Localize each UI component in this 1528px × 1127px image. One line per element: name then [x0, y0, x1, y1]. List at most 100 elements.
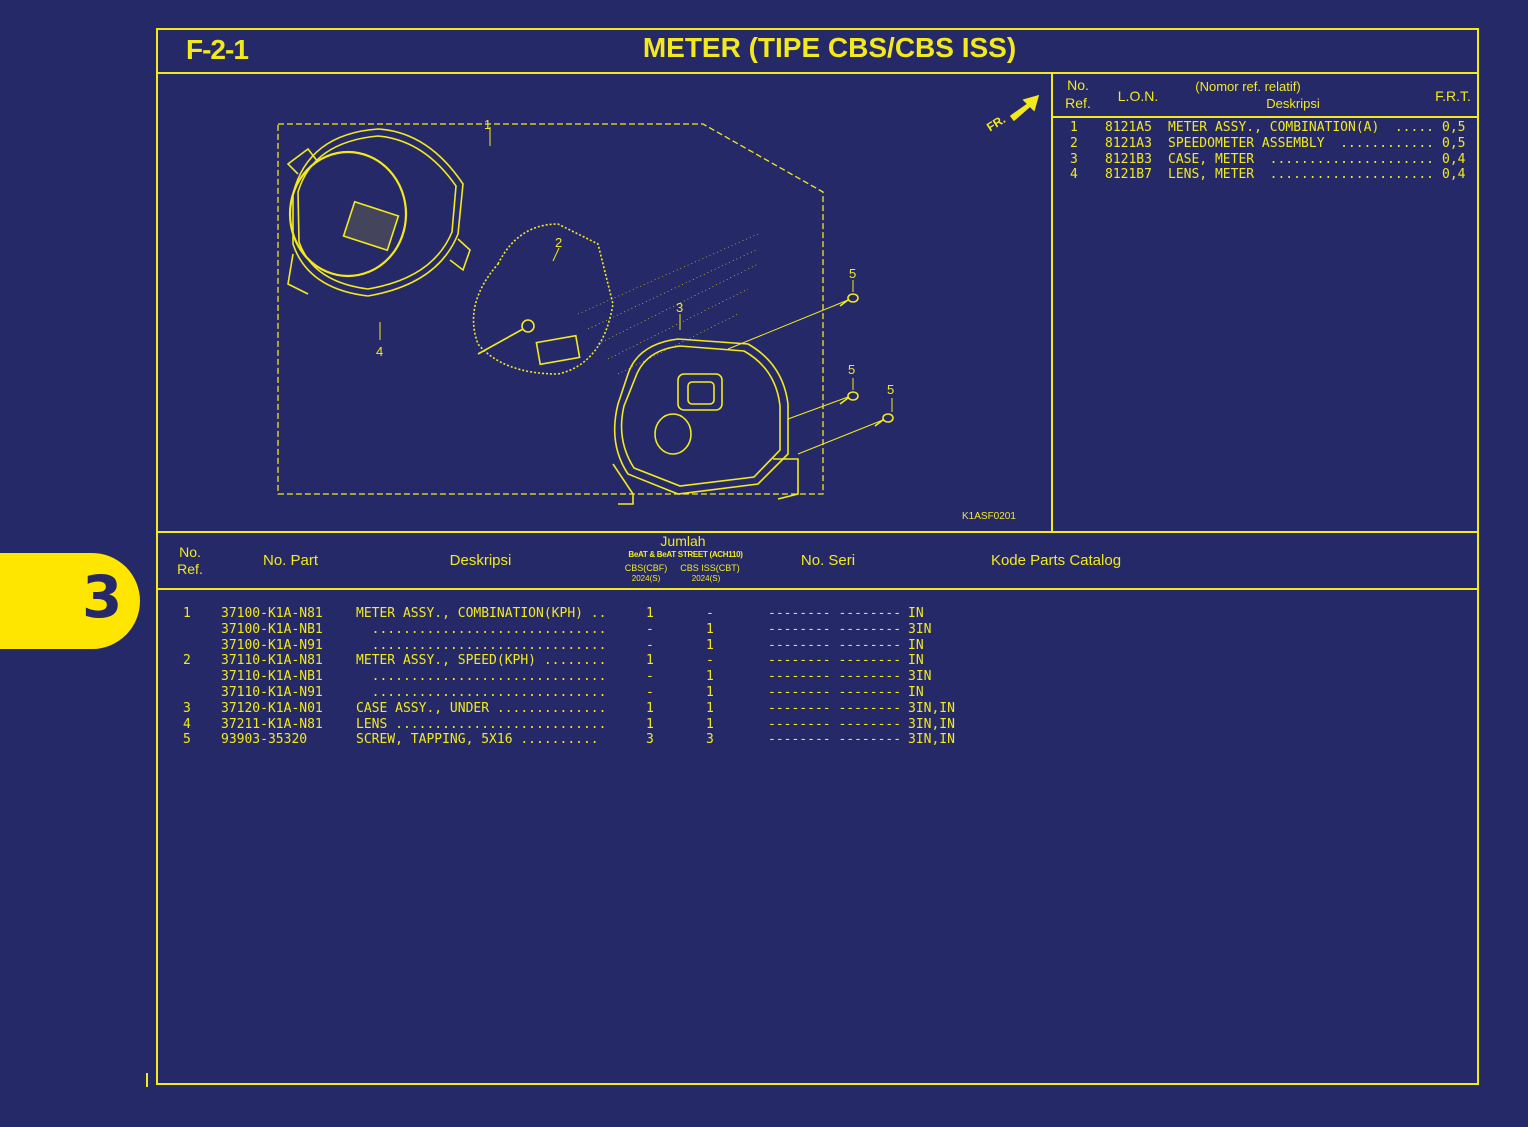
row-catalog-code: 3IN,IN	[908, 716, 955, 732]
row-part-number: 37100-K1A-N81	[221, 606, 323, 621]
col-quantity: Jumlah	[660, 533, 706, 549]
row-qty-b: 1	[706, 637, 714, 653]
ref-desc: LENS, METER	[1168, 167, 1255, 183]
col-catalog-code: Kode Parts Catalog	[990, 552, 1122, 569]
row-part-number: 37110-K1A-N81	[221, 653, 323, 669]
row-catalog-code: 3IN,IN	[908, 732, 955, 748]
row-catalog-code: 3IN	[908, 669, 932, 685]
ref-lon: 8121A5	[1105, 120, 1152, 135]
ref-table-row: 1 8121A5 METER ASSY., COMBINATION(A)..... 0…	[1070, 120, 1470, 136]
row-part-number: 37100-K1A-NB1	[221, 621, 323, 637]
row-catalog-code: IN	[908, 653, 924, 669]
row-serial: -------- --------	[768, 732, 902, 748]
row-serial: -------- --------	[768, 621, 902, 637]
ref-col-no: No. Ref.	[1065, 77, 1091, 111]
ref-dots: .....................	[1269, 167, 1434, 183]
row-ref-no: 1	[183, 606, 191, 621]
row-qty-b: 1	[706, 700, 714, 716]
row-part-number: 37120-K1A-N01	[221, 700, 323, 716]
row-description: ..............................	[356, 621, 607, 637]
row-description: SCREW, TAPPING, 5X16 ..........	[356, 732, 599, 748]
section-tab[interactable]: 3	[0, 553, 140, 649]
callout-label: 5	[849, 266, 856, 281]
page-title: METER (TIPE CBS/CBS ISS)	[642, 32, 1017, 63]
row-catalog-code: IN	[908, 685, 924, 700]
row-catalog-code: 3IN,IN	[908, 700, 955, 716]
figure-code-label: F-2-1	[186, 34, 249, 65]
table-row[interactable]: 37100-K1A-N91 ..........................…	[158, 638, 1058, 654]
row-serial: -------- --------	[768, 685, 902, 700]
row-serial: -------- --------	[768, 637, 902, 653]
row-qty-a: -	[646, 685, 654, 700]
row-qty-b: 1	[706, 716, 714, 732]
edge-mark	[146, 1073, 152, 1087]
col-part-no: No. Part	[262, 552, 319, 569]
col-no-ref: No. Ref.	[177, 544, 203, 577]
row-ref-no: 5	[183, 732, 191, 748]
row-description: ..............................	[356, 685, 607, 700]
row-catalog-code: IN	[908, 637, 924, 653]
ref-frt: 0,5	[1442, 120, 1466, 135]
row-qty-a: -	[646, 669, 654, 685]
section-tab-label: 3	[82, 563, 123, 631]
case-shape	[612, 338, 799, 505]
row-description: ..............................	[356, 637, 607, 653]
col-variant-b: CBS ISS(CBT)	[680, 563, 740, 573]
row-qty-a: 1	[646, 716, 654, 732]
figure-code: K1ASF0201	[962, 511, 1016, 522]
row-catalog-code: 3IN	[908, 621, 932, 637]
row-qty-b: 3	[706, 732, 714, 748]
row-part-number: 37110-K1A-NB1	[221, 669, 323, 685]
parts-page-frame: F-2-1 METER (TIPE CBS/CBS ISS)	[156, 28, 1479, 1085]
ref-lon: 8121B3	[1105, 151, 1152, 167]
ref-col-lon: L.O.N.	[1117, 88, 1159, 104]
callout-label: 1	[484, 117, 491, 132]
ref-desc: SPEEDOMETER ASSEMBLY	[1168, 135, 1325, 151]
row-serial: -------- --------	[768, 669, 902, 685]
row-catalog-code: IN	[908, 606, 924, 621]
row-serial: -------- --------	[768, 716, 902, 732]
col-description: Deskripsi	[449, 552, 512, 569]
ref-desc: METER ASSY., COMBINATION(A)	[1168, 120, 1380, 135]
row-part-number: 37100-K1A-N91	[221, 637, 323, 653]
row-ref-no: 3	[183, 700, 191, 716]
callout-label: 5	[887, 382, 894, 397]
row-qty-b: 1	[706, 685, 714, 700]
row-part-number: 37110-K1A-N91	[221, 685, 323, 700]
ref-no: 2	[1070, 135, 1078, 151]
ref-desc: CASE, METER	[1168, 151, 1255, 167]
row-qty-b: 1	[706, 621, 714, 637]
table-row[interactable]: 37110-K1A-NB1 ..........................…	[158, 669, 1058, 685]
row-qty-b: -	[706, 653, 714, 669]
ref-no: 1	[1070, 120, 1078, 135]
ref-frt: 0,4	[1442, 167, 1466, 183]
row-qty-a: 3	[646, 732, 654, 748]
callout-label: 3	[676, 300, 683, 315]
screw-shape	[839, 391, 859, 405]
ref-no: 3	[1070, 151, 1078, 167]
parts-header-divider	[158, 588, 1477, 590]
row-serial: -------- --------	[768, 700, 902, 716]
col-serial: No. Seri	[800, 552, 856, 569]
ref-dots: ............	[1340, 135, 1434, 151]
ref-lon: 8121A3	[1105, 135, 1152, 151]
header-divider	[158, 72, 1477, 74]
ref-dots: .....	[1394, 120, 1434, 135]
speedometer-shape	[472, 223, 614, 375]
exploded-parts-diagram: 1 2 3 4 5 5 5 FR. K1ASF0201	[277, 94, 1040, 522]
ref-col-frt: F.R.T.	[1435, 88, 1471, 104]
diagram-divider	[1051, 72, 1053, 532]
row-serial: -------- --------	[768, 606, 902, 621]
callout-label: 2	[555, 235, 562, 250]
table-row[interactable]: 37110-K1A-N91 ..........................…	[158, 685, 1058, 701]
table-row[interactable]: 37100-K1A-NB1 ..........................…	[158, 622, 1058, 638]
row-ref-no: 4	[183, 716, 191, 732]
